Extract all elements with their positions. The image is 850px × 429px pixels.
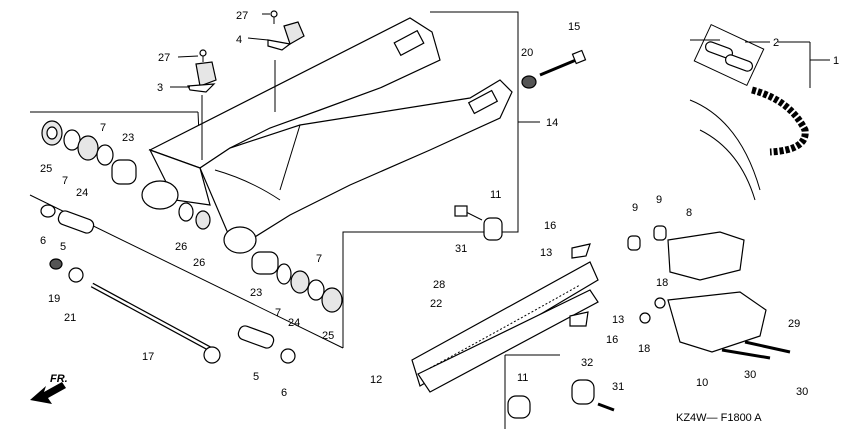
callout-9b: 9 xyxy=(656,194,662,206)
callout-29: 29 xyxy=(788,318,800,330)
callout-16a: 16 xyxy=(544,220,556,232)
callout-5b: 5 xyxy=(253,371,259,383)
callout-25b: 25 xyxy=(322,330,334,342)
callout-12: 12 xyxy=(370,374,382,386)
callout-32: 32 xyxy=(581,357,593,369)
drive-chain xyxy=(689,23,809,201)
diagram-code: KZ4W— F1800 A xyxy=(676,412,762,424)
callout-4: 4 xyxy=(236,34,242,46)
chain-rollers xyxy=(504,354,615,429)
collars-and-washers xyxy=(40,204,296,364)
callout-18a: 18 xyxy=(656,277,668,289)
callout-25a: 25 xyxy=(40,163,52,175)
callout-24b: 24 xyxy=(288,317,300,329)
callout-3: 3 xyxy=(157,82,163,94)
adjuster-bolt xyxy=(521,49,587,89)
callout-30a: 30 xyxy=(744,369,756,381)
callout-28: 28 xyxy=(433,279,445,291)
callout-23b: 23 xyxy=(250,287,262,299)
callout-11b: 11 xyxy=(517,372,528,384)
callout-20: 20 xyxy=(521,47,533,59)
callout-30b: 30 xyxy=(796,386,808,398)
callout-31b: 31 xyxy=(612,381,624,393)
callout-18b: 18 xyxy=(638,343,650,355)
callout-10: 10 xyxy=(696,377,708,389)
callout-17: 17 xyxy=(142,351,154,363)
callout-8: 8 xyxy=(686,207,692,219)
chain-slider xyxy=(411,205,599,393)
callout-16b: 16 xyxy=(606,334,618,346)
callout-14: 14 xyxy=(546,117,558,129)
callout-31a: 31 xyxy=(455,243,467,255)
callout-7d: 7 xyxy=(316,253,322,265)
callout-26a: 26 xyxy=(175,241,187,253)
callout-24a: 24 xyxy=(76,187,88,199)
chain-guide xyxy=(627,225,791,360)
pivot-bolt xyxy=(90,282,221,364)
callout-27a: 27 xyxy=(236,10,248,22)
front-direction-arrow: FR. xyxy=(30,373,68,404)
hose-guide-brackets xyxy=(187,10,305,93)
callout-23a: 23 xyxy=(122,132,134,144)
callout-21: 21 xyxy=(64,312,76,324)
callout-13b: 13 xyxy=(612,314,624,326)
callout-15: 15 xyxy=(568,21,580,33)
callout-5a: 5 xyxy=(60,241,66,253)
swingarm xyxy=(141,17,513,254)
callout-26b: 26 xyxy=(193,257,205,269)
callout-6b: 6 xyxy=(281,387,287,399)
pivot-parts-left xyxy=(41,120,211,230)
leader-lines xyxy=(170,13,830,88)
callout-13a: 13 xyxy=(540,247,552,259)
callout-19: 19 xyxy=(48,293,60,305)
callout-7c: 7 xyxy=(275,307,281,319)
pivot-parts-right xyxy=(251,251,343,313)
callout-27b: 27 xyxy=(158,52,170,64)
callout-6a: 6 xyxy=(40,235,46,247)
callout-11a: 11 xyxy=(490,189,501,201)
callout-22: 22 xyxy=(430,298,442,310)
callout-7b: 7 xyxy=(100,122,106,134)
callout-1: 1 xyxy=(833,55,839,67)
callout-9a: 9 xyxy=(632,202,638,214)
callout-numbers: 1 2 3 4 5 5 6 6 7 7 7 7 8 9 9 10 11 11 1… xyxy=(40,10,839,399)
callout-2: 2 xyxy=(773,37,779,49)
front-direction-label: FR. xyxy=(50,373,68,385)
callout-7a: 7 xyxy=(62,175,68,187)
